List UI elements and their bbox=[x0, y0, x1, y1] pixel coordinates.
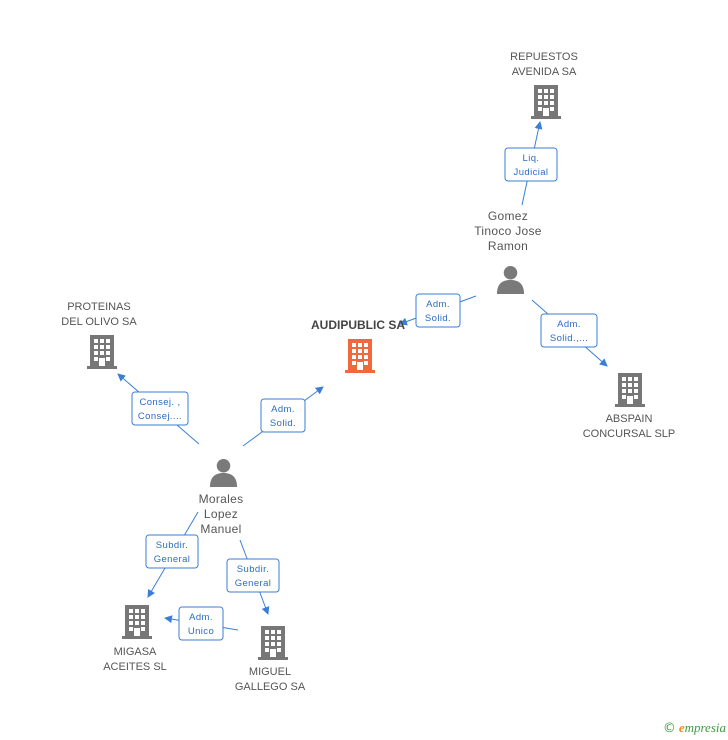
building-icon bbox=[531, 85, 561, 119]
relation-line: Adm. bbox=[189, 612, 213, 623]
person-name: Lopez bbox=[204, 507, 238, 521]
relation-line: Consej. , bbox=[139, 397, 180, 408]
relation-line: Subdir. bbox=[156, 540, 188, 551]
building-icon bbox=[122, 605, 152, 639]
company-node-miguel[interactable]: MIGUEL GALLEGO SA bbox=[235, 626, 306, 693]
company-name: AVENIDA SA bbox=[512, 66, 577, 78]
relation-morales-miguel[interactable]: Subdir. General bbox=[226, 558, 280, 593]
relation-line: Adm. bbox=[426, 299, 450, 310]
copyright-symbol: © bbox=[662, 721, 676, 736]
company-name: AUDIPUBLIC SA bbox=[311, 318, 405, 332]
company-nodes: AUDIPUBLIC SA REPUESTOS AVENIDA SA PROTE… bbox=[61, 51, 675, 693]
relation-line: Subdir. bbox=[237, 564, 269, 575]
company-name: GALLEGO SA bbox=[235, 681, 306, 693]
building-icon bbox=[615, 373, 645, 407]
person-name: Tinoco Jose bbox=[474, 224, 542, 238]
building-icon bbox=[87, 335, 117, 369]
relation-line: Consej.... bbox=[138, 411, 182, 422]
person-node-morales[interactable]: Morales Lopez Manuel bbox=[199, 458, 244, 536]
relation-line: Adm. bbox=[271, 404, 295, 415]
company-name: DEL OLIVO SA bbox=[61, 316, 137, 328]
brand-watermark[interactable]: ©empresia bbox=[663, 720, 726, 736]
company-name: ACEITES SL bbox=[103, 661, 167, 673]
relation-line: Liq. bbox=[523, 153, 540, 164]
company-node-repuestos[interactable]: REPUESTOS AVENIDA SA bbox=[510, 51, 578, 119]
relation-gomez-abspain[interactable]: Adm. Solid.,... bbox=[540, 313, 598, 348]
relation-labels: Liq. Judicial Adm. Solid. Adm. Solid.,..… bbox=[131, 147, 598, 641]
company-name: MIGASA bbox=[114, 646, 157, 658]
company-name: MIGUEL bbox=[249, 666, 291, 678]
relation-line: Adm. bbox=[557, 319, 581, 330]
relation-morales-migasa[interactable]: Subdir. General bbox=[145, 534, 199, 569]
relation-line: Solid.,... bbox=[550, 333, 588, 344]
brand-logo-name: mpresia bbox=[684, 720, 726, 735]
company-name: PROTEINAS bbox=[67, 301, 131, 313]
company-name: REPUESTOS bbox=[510, 51, 578, 63]
person-name: Morales bbox=[199, 492, 244, 506]
building-icon bbox=[345, 339, 375, 373]
relation-gomez-audipublic[interactable]: Adm. Solid. bbox=[415, 293, 461, 328]
relation-morales-audipublic[interactable]: Adm. Solid. bbox=[260, 398, 306, 433]
person-icon bbox=[496, 265, 525, 294]
company-name: CONCURSAL SLP bbox=[583, 428, 676, 440]
building-icon bbox=[258, 626, 288, 660]
relation-line: General bbox=[235, 578, 272, 589]
company-node-audipublic[interactable]: AUDIPUBLIC SA bbox=[311, 318, 405, 373]
relation-line: Judicial bbox=[514, 167, 549, 178]
person-name: Ramon bbox=[488, 239, 528, 253]
company-name: ABSPAIN bbox=[606, 413, 653, 425]
company-node-migasa[interactable]: MIGASA ACEITES SL bbox=[103, 605, 167, 673]
relation-gomez-repuestos[interactable]: Liq. Judicial bbox=[504, 147, 558, 182]
relation-line: Unico bbox=[188, 626, 214, 637]
company-node-proteinas[interactable]: PROTEINAS DEL OLIVO SA bbox=[61, 301, 137, 369]
person-nodes: Gomez Tinoco Jose Ramon Morales Lopez Ma… bbox=[199, 209, 542, 536]
relation-morales-proteinas[interactable]: Consej. , Consej.... bbox=[131, 391, 189, 426]
person-icon bbox=[209, 458, 238, 487]
brand-logo-initial: e bbox=[678, 720, 685, 735]
relation-line: General bbox=[154, 554, 191, 565]
relation-line: Solid. bbox=[425, 313, 451, 324]
relation-miguel-migasa[interactable]: Adm. Unico bbox=[178, 606, 224, 641]
relation-line: Solid. bbox=[270, 418, 296, 429]
person-node-gomez[interactable]: Gomez Tinoco Jose Ramon bbox=[474, 209, 542, 294]
person-name: Gomez bbox=[488, 209, 528, 223]
company-node-abspain[interactable]: ABSPAIN CONCURSAL SLP bbox=[583, 373, 676, 440]
person-name: Manuel bbox=[200, 522, 241, 536]
